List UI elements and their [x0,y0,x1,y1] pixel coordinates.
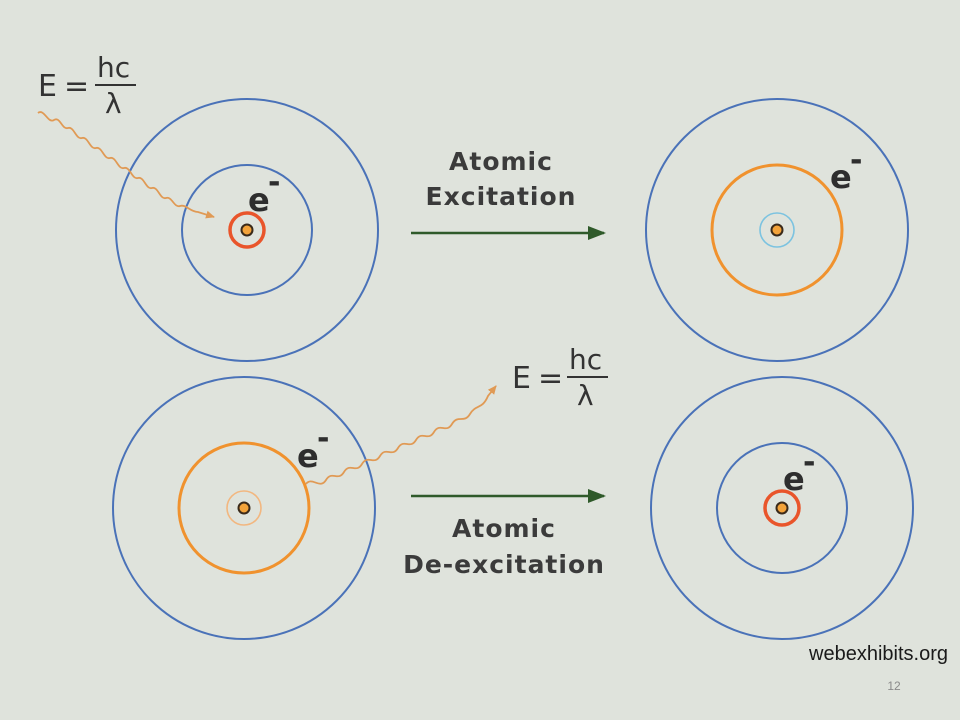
electron-label: e [248,181,270,219]
incoming-photon-wave [37,111,215,219]
electron-orbit-ground [763,489,801,527]
nucleus [770,223,784,237]
outer-orbit [115,98,379,362]
deexcitation-process: Atomic De-excitation [403,489,606,579]
electron-charge: - [268,165,280,200]
nucleus [237,501,251,515]
outer-orbit [650,376,914,640]
deexcitation-label-line2: De-excitation [403,550,605,579]
svg-text:=: = [64,69,89,104]
electron-orbit-excited [710,163,844,297]
svg-text:hc: hc [97,51,130,84]
excitation-label-line2: Excitation [426,182,577,211]
page-number: 12 [887,679,901,693]
electron-label: e [297,437,319,475]
svg-text:E: E [38,69,57,104]
svg-text:=: = [538,361,563,396]
electron-label: e [830,158,852,196]
electron-charge: - [850,143,862,178]
atom-ground-state-absorbing: e - [115,98,379,362]
svg-text:λ: λ [577,379,594,412]
inner-orbit-vacated [759,212,795,248]
excitation-process: Atomic Excitation [411,147,606,240]
electron-orbit-excited [177,441,311,575]
atom-excited-emitting: e - [112,376,376,640]
photon-energy-equation-bottom: E = hc λ [512,343,608,412]
outgoing-photon-wave [305,385,497,485]
electron-charge: - [803,445,815,480]
inner-orbit [226,490,262,526]
deexcitation-label-line1: Atomic [452,514,556,543]
inner-orbit [716,442,848,574]
outer-orbit [645,98,909,362]
outer-orbit [112,376,376,640]
nucleus [240,223,254,237]
electron-orbit-ground [228,211,266,249]
electron-charge: - [317,421,329,456]
svg-text:hc: hc [569,343,602,376]
excitation-label-line1: Atomic [449,147,553,176]
svg-text:λ: λ [105,87,122,120]
inner-orbit [181,164,313,296]
photon-energy-equation-top: E = hc λ [38,51,136,120]
nucleus [775,501,789,515]
atom-ground-state-restored: e - [650,376,914,640]
source-credit: webexhibits.org [808,643,948,665]
electron-label: e [783,460,805,498]
svg-text:E: E [512,361,531,396]
atom-excited-state: e - [645,98,909,362]
